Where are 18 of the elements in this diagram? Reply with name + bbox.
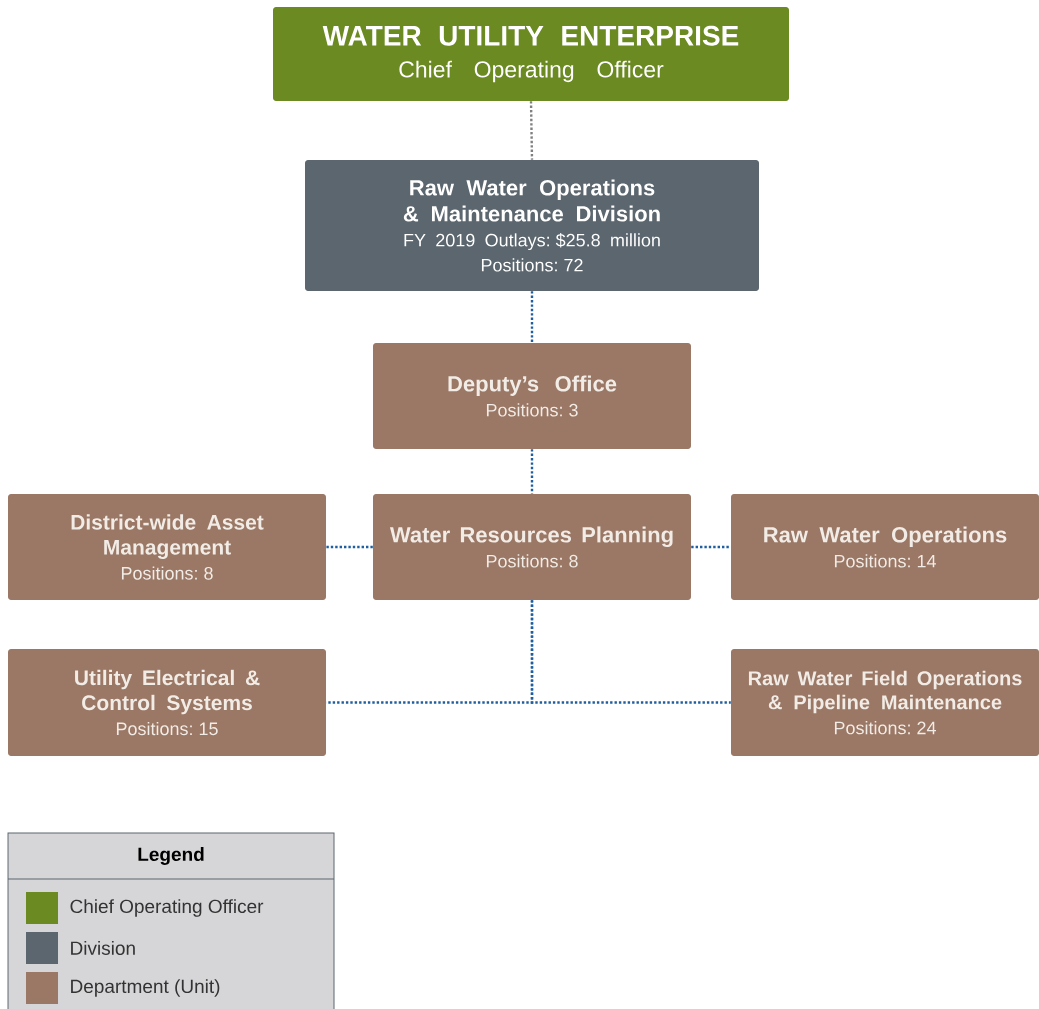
connector-line [691,545,731,549]
org-box: Raw Water Field Operations & Pipeline Maintenance Positions: 24 [731,649,1039,756]
org-box: Water Resources Planning Positions: 8 [373,494,691,600]
org-box: WATER UTILITY ENTERPRISE Chief Operating Officer [273,7,789,101]
legend-text: Division [71,941,135,955]
connector-line [530,291,534,343]
org-box: Raw Water Operations & Maintenance Division FY 2019 Outlays: $25.8 million Positions: 72 [305,160,759,291]
legend-title: Legend [138,847,204,865]
org-box: Raw Water Operations Positions: 14 [731,494,1039,600]
org-box: Utility Electrical & Control Systems Positions: 15 [8,649,326,756]
connector-line [326,545,373,549]
connector-line [530,600,731,704]
connector-line [529,101,534,160]
org-box: Deputy’s Office Positions: 3 [373,343,691,449]
connector-line [530,449,534,494]
legend-text: Chief Operating Officer [70,899,264,917]
org-box: District-wide Asset Management Positions: 8 [8,494,326,600]
legend-text: Department (Unit) [71,979,220,997]
